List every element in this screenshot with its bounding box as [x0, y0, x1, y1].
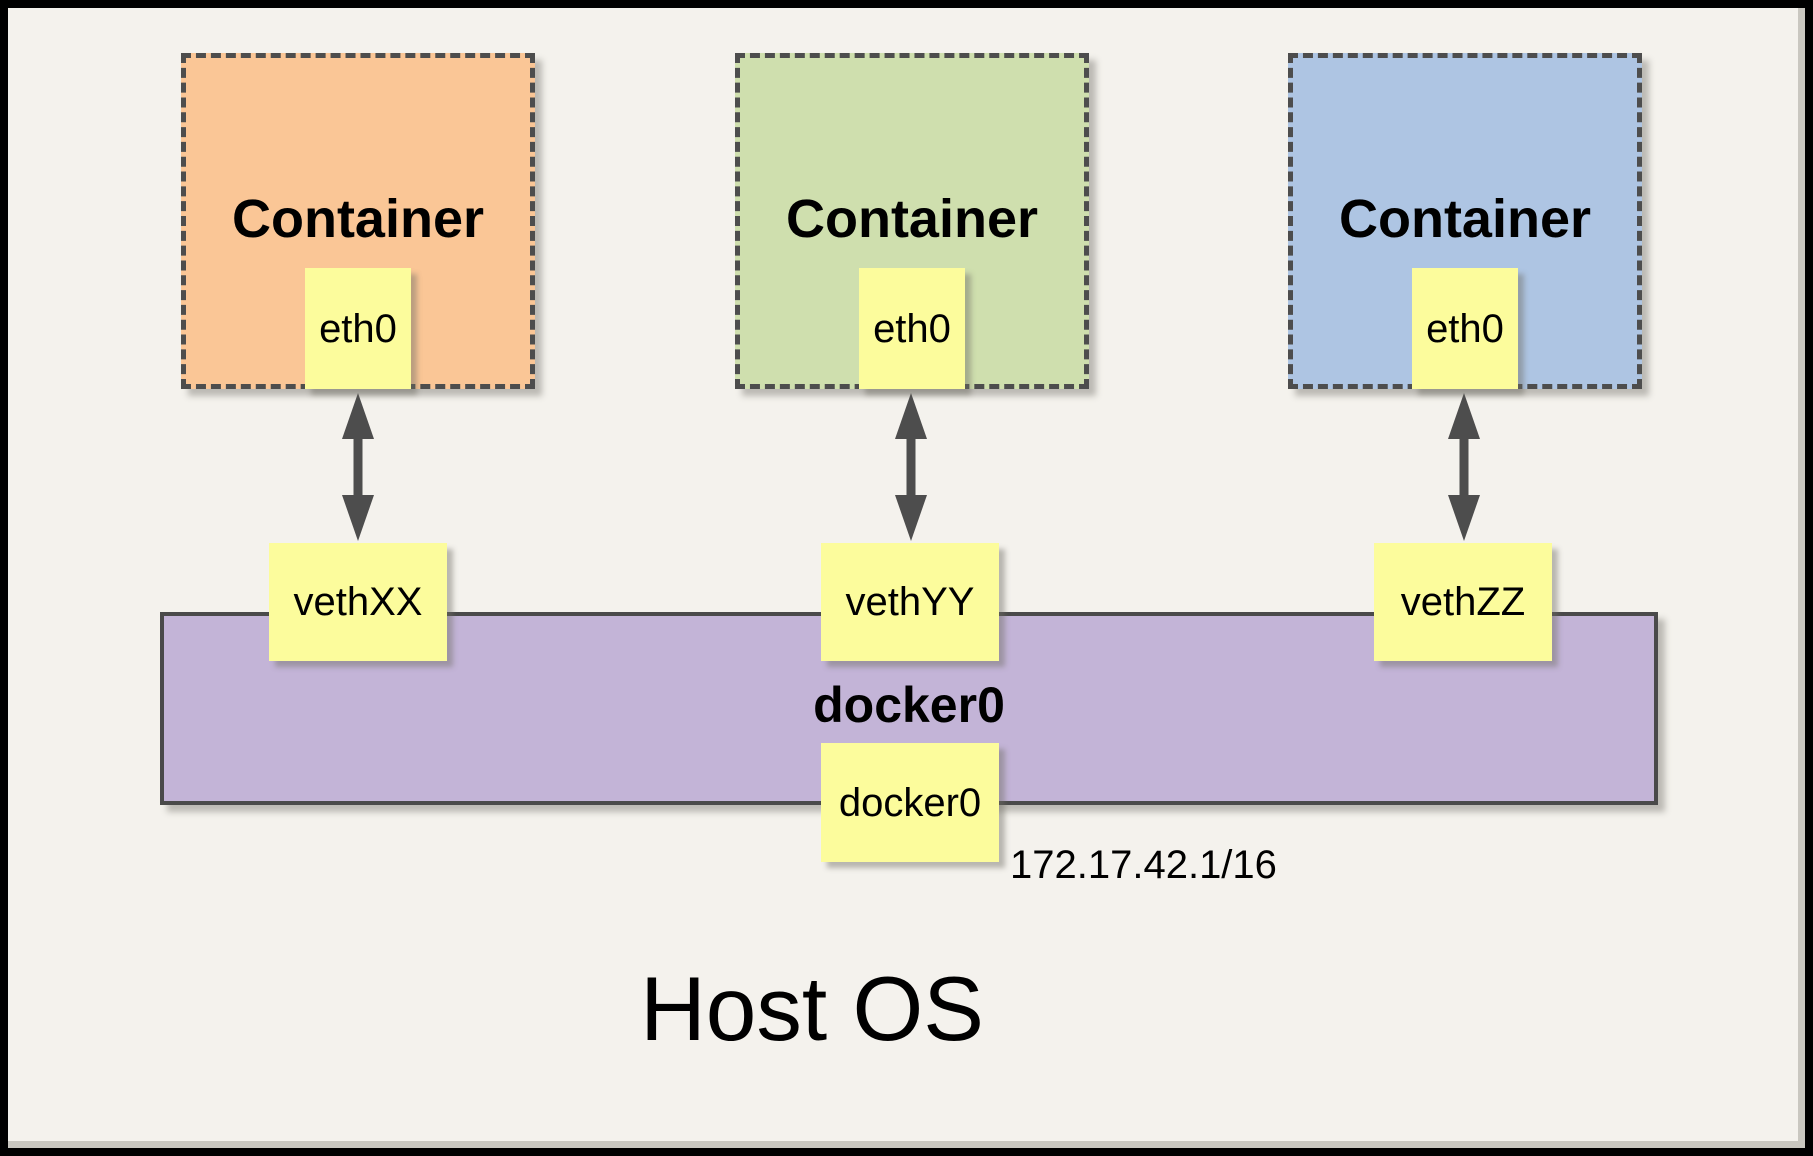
docker-network-diagram: Container eth0 Container eth0 Container … [8, 8, 1805, 1148]
container-label: Container [785, 189, 1039, 249]
container-box-3: Container eth0 [1288, 53, 1642, 389]
double-headed-arrow-icon [895, 393, 927, 541]
docker0-bridge-label: docker0 [813, 677, 1005, 733]
vethyy-interface-label: vethYY [845, 580, 975, 624]
container-label: Container [1338, 189, 1592, 249]
vethzz-interface-label: vethZZ [1400, 580, 1526, 624]
eth0-interface-label: eth0 [319, 306, 397, 351]
eth0-interface-label: eth0 [1426, 306, 1504, 351]
docker0-interface-box: docker0 [821, 743, 999, 862]
docker0-interface-label: docker0 [838, 780, 982, 825]
bridge-ip-address: 172.17.42.1/16 [1010, 843, 1277, 887]
eth0-interface-box: eth0 [305, 268, 411, 389]
double-headed-arrow-icon [1448, 393, 1480, 541]
vethzz-interface-box: vethZZ [1374, 543, 1552, 661]
vethyy-interface-box: vethYY [821, 543, 999, 661]
container-box-1: Container eth0 [181, 53, 535, 389]
double-headed-arrow-icon [342, 393, 374, 541]
eth0-interface-box: eth0 [859, 268, 965, 389]
host-os-label: Host OS [640, 959, 984, 1060]
vethxx-interface-label: vethXX [293, 580, 423, 624]
eth0-interface-box: eth0 [1412, 268, 1518, 389]
container-label: Container [231, 189, 485, 249]
eth0-interface-label: eth0 [873, 306, 951, 351]
vethxx-interface-box: vethXX [269, 543, 447, 661]
container-box-2: Container eth0 [735, 53, 1089, 389]
